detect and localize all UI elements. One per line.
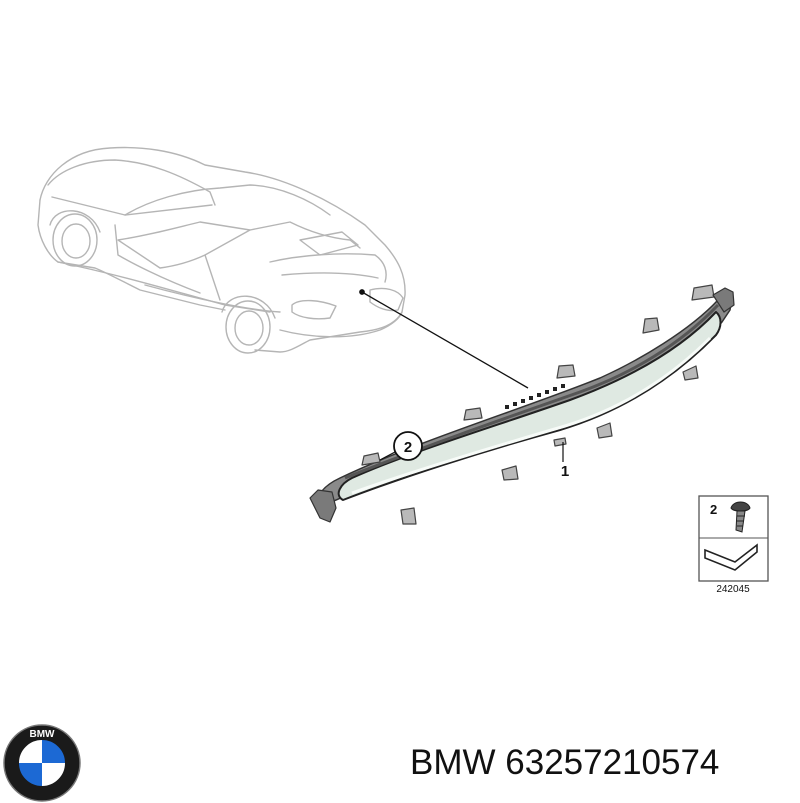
callout-2-label: 2 [404, 439, 412, 456]
leader-line [359, 289, 529, 389]
legend-item-number: 2 [710, 502, 717, 517]
brake-light-strip [309, 284, 735, 525]
callout-2: 2 [379, 431, 423, 461]
callout-1: 1 [561, 442, 569, 480]
brand-name: BMW [410, 743, 496, 782]
callout-1-label: 1 [561, 463, 569, 480]
screw-icon [730, 501, 751, 533]
legend-bracket-icon [704, 543, 758, 571]
bmw-logo-text: BMW [30, 729, 56, 740]
car-outline [37, 146, 406, 354]
legend-box: 2 242045 [698, 495, 769, 595]
part-caption: BMW 63257210574 [410, 738, 795, 788]
part-number: 63257210574 [505, 743, 720, 782]
bmw-logo: BMW [3, 724, 81, 802]
legend-code: 242045 [716, 584, 750, 595]
